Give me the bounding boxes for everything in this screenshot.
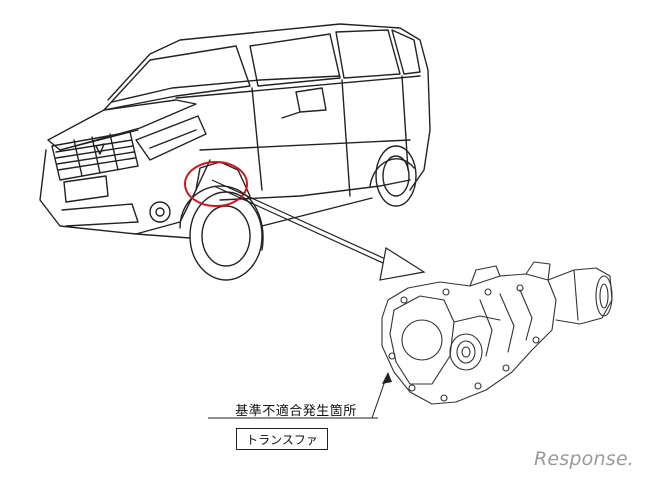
vehicle-illustration [39,23,431,281]
part-name-box: トランスファ [236,428,328,450]
part-name-text: トランスファ [246,432,318,447]
transfer-case-illustration [381,261,613,405]
callout-arrowhead [382,372,392,384]
response-watermark-logo: Response. [534,448,634,470]
callout-leader [208,377,387,419]
leader-arrow [211,179,426,281]
defect-location-label: 基準不適合発生箇所 [235,404,357,419]
defect-location-highlight [184,161,248,207]
